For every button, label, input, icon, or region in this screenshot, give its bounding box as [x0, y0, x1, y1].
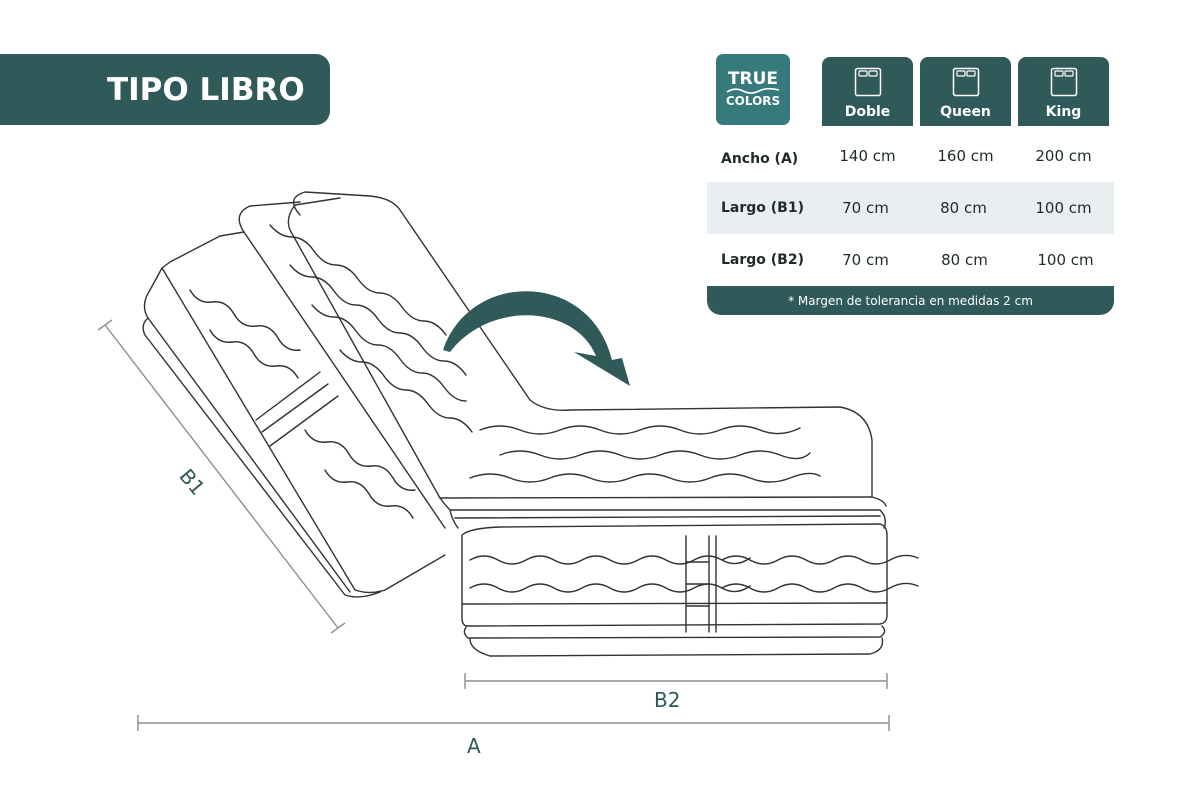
dimension-label-b2: B2 [654, 688, 681, 712]
brand-logo: TRUE COLORS [716, 54, 790, 125]
cell-value: 160 cm [937, 147, 994, 165]
bed-icon [952, 67, 979, 97]
dimension-line-a [137, 715, 890, 731]
cell-value: 140 cm [839, 147, 896, 165]
column-header-king: King [1018, 57, 1109, 126]
cell-value: 70 cm [842, 251, 889, 269]
cell-value: 100 cm [1035, 199, 1092, 217]
title-banner: TIPO LIBRO [0, 54, 330, 125]
cell-value: 200 cm [1035, 147, 1092, 165]
dimension-line-b2 [464, 673, 888, 689]
column-header-doble: Doble [822, 57, 913, 126]
logo-line-2: COLORS [725, 94, 781, 108]
base-mattress [461, 523, 919, 657]
bed-icon [1050, 67, 1077, 97]
column-label: Queen [940, 104, 991, 120]
column-label: Doble [844, 104, 891, 120]
row-label: Largo (B1) [721, 200, 804, 216]
column-header-queen: Queen [920, 57, 1011, 126]
column-label: King [1045, 104, 1082, 120]
cell-value: 80 cm [941, 251, 988, 269]
banner-title: TIPO LIBRO [107, 71, 305, 108]
fold-arrow-icon [443, 291, 630, 386]
cell-value: 80 cm [940, 199, 987, 217]
table-row-ancho: Ancho (A) 140 cm 160 cm 200 cm [707, 130, 1114, 182]
bed-icon [854, 67, 881, 97]
row-label: Ancho (A) [721, 151, 799, 167]
logo-line-1: TRUE [727, 69, 779, 89]
table-row-largo-b1: Largo (B1) 70 cm 80 cm 100 cm [707, 182, 1114, 234]
folded-mattress [142, 191, 887, 598]
row-label: Largo (B2) [721, 252, 804, 268]
tolerance-note: * Margen de tolerancia en medidas 2 cm [707, 286, 1114, 315]
cell-value: 100 cm [1037, 251, 1094, 269]
logo-wave-icon [726, 87, 780, 94]
table-row-largo-b2: Largo (B2) 70 cm 80 cm 100 cm [707, 234, 1114, 286]
dimension-label-a: A [467, 734, 481, 758]
dimension-line-b1 [97, 319, 346, 634]
cell-value: 70 cm [842, 199, 889, 217]
